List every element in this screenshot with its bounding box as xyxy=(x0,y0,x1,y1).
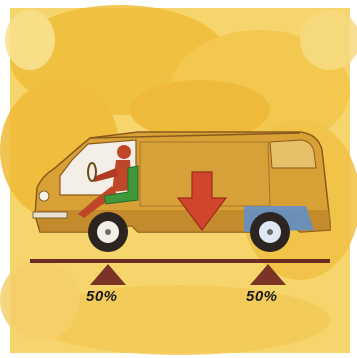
ground-line xyxy=(30,259,330,263)
rear-wheel xyxy=(250,212,290,252)
front-wheel xyxy=(88,212,128,252)
rear-axle-percentage: 50% xyxy=(246,288,278,305)
headlight xyxy=(39,191,49,201)
front-bumper xyxy=(33,212,67,218)
front-axle-percentage: 50% xyxy=(86,288,118,305)
rear-side-window xyxy=(270,140,316,168)
